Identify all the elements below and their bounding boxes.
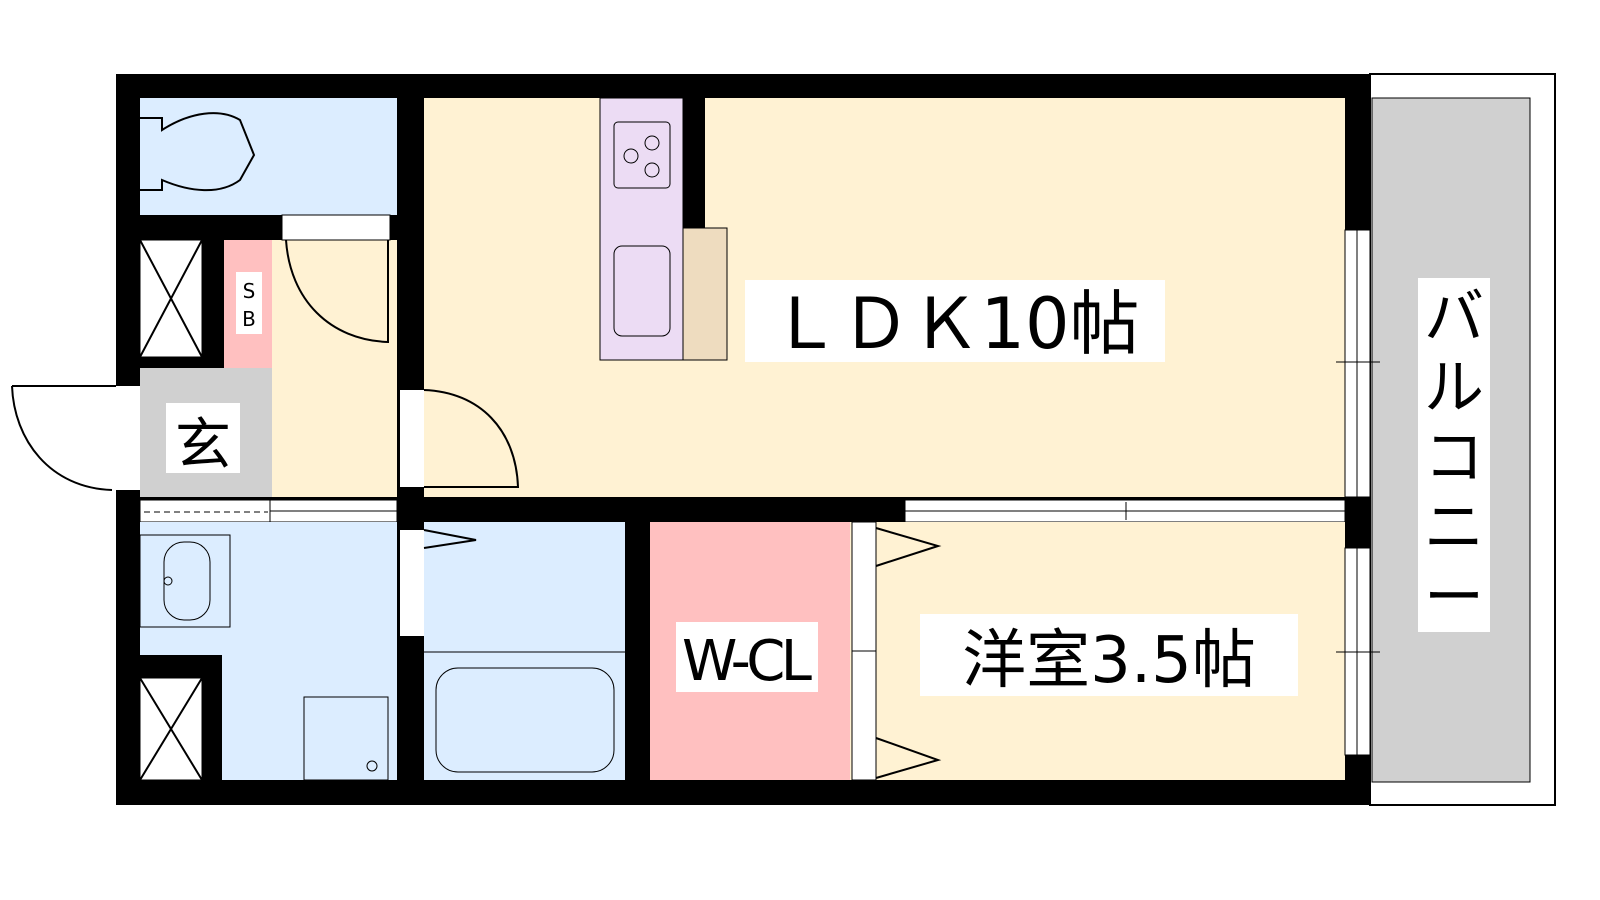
washroom xyxy=(139,522,397,781)
storage-closet-lower xyxy=(139,677,203,781)
shoe-box-label-s: S xyxy=(243,279,256,303)
stove-icon xyxy=(613,121,671,189)
walk-in-closet-label: W-CL xyxy=(682,629,812,694)
storage-closet-upper xyxy=(139,239,203,358)
balcony-label-3: コ xyxy=(1424,423,1484,493)
toilet-icon xyxy=(140,112,256,192)
balcony-label-4: ニ xyxy=(1424,493,1484,563)
kitchen-counter xyxy=(599,97,728,361)
western-room: 洋室3.5帖 xyxy=(850,521,1345,781)
entrance-label: 玄 xyxy=(175,413,231,478)
balcony-window-bedroom xyxy=(1336,547,1380,756)
bathtub-icon xyxy=(435,667,615,773)
washing-machine-icon xyxy=(303,696,389,781)
sink-icon xyxy=(613,245,671,337)
balcony-label-5: ー xyxy=(1424,563,1484,633)
balcony-label-2: ル xyxy=(1424,353,1484,423)
western-room-label: 洋室3.5帖 xyxy=(962,624,1256,698)
entrance: 玄 xyxy=(11,368,272,497)
balcony-label-1: バ xyxy=(1424,283,1484,353)
washbasin-icon xyxy=(139,534,231,628)
bedroom-sliding-door xyxy=(904,499,1346,523)
shoe-box-label-b: B xyxy=(242,307,256,331)
balcony-window-ldk xyxy=(1336,229,1380,498)
entrance-door-swing xyxy=(11,385,116,491)
ldk-room: ＬＤＫ10帖 xyxy=(400,97,1345,497)
ldk-label: ＬＤＫ10帖 xyxy=(770,283,1139,365)
balcony: バ ル コ ニ ー xyxy=(1369,73,1556,806)
toilet-room xyxy=(140,98,397,215)
washroom-sliding-door xyxy=(139,499,398,523)
shoe-box: S B xyxy=(224,240,272,368)
bathroom xyxy=(400,522,625,780)
walk-in-closet: W-CL xyxy=(650,522,850,780)
hallway xyxy=(272,214,397,497)
